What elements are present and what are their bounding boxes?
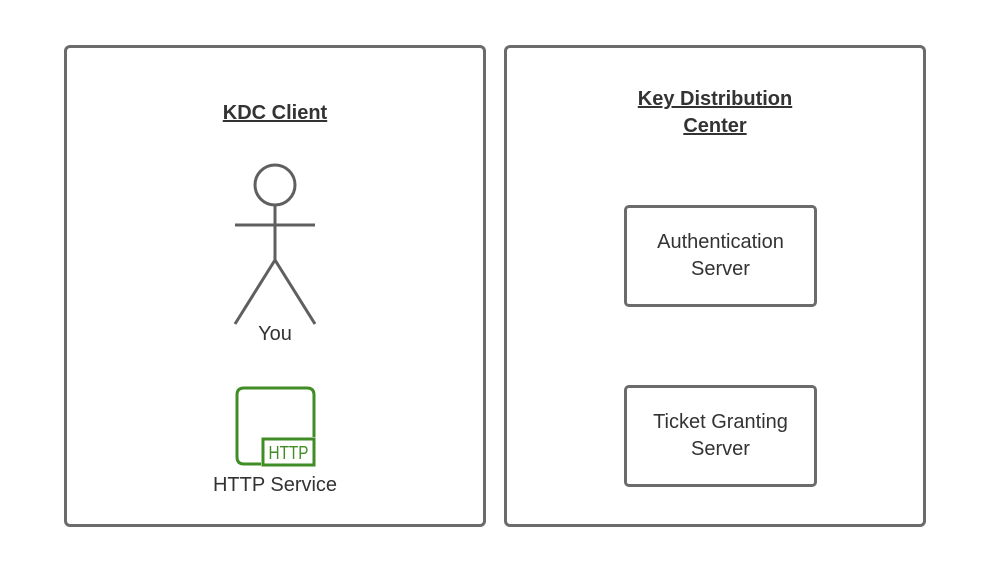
kdc-container — [504, 45, 926, 527]
kdc-client-title: KDC Client — [222, 102, 328, 124]
server-label-line1: Authentication — [657, 231, 784, 253]
kdc-client-container — [64, 45, 486, 527]
server-label-line1: Ticket Granting — [653, 411, 788, 433]
server-label-line2: Server — [691, 438, 750, 460]
kdc-title-line1: Key Distribution — [637, 88, 793, 110]
kdc-title-line2: Center — [683, 115, 747, 137]
http-service-label: HTTP Service — [212, 474, 338, 496]
actor-label: You — [258, 323, 292, 345]
http-icon-text: HTTP — [269, 443, 309, 463]
server-label-line2: Server — [691, 258, 750, 280]
kdc-title: Key Distribution Center — [504, 86, 926, 140]
user-actor-icon — [233, 163, 317, 325]
http-service-icon: HTTP — [235, 386, 316, 467]
